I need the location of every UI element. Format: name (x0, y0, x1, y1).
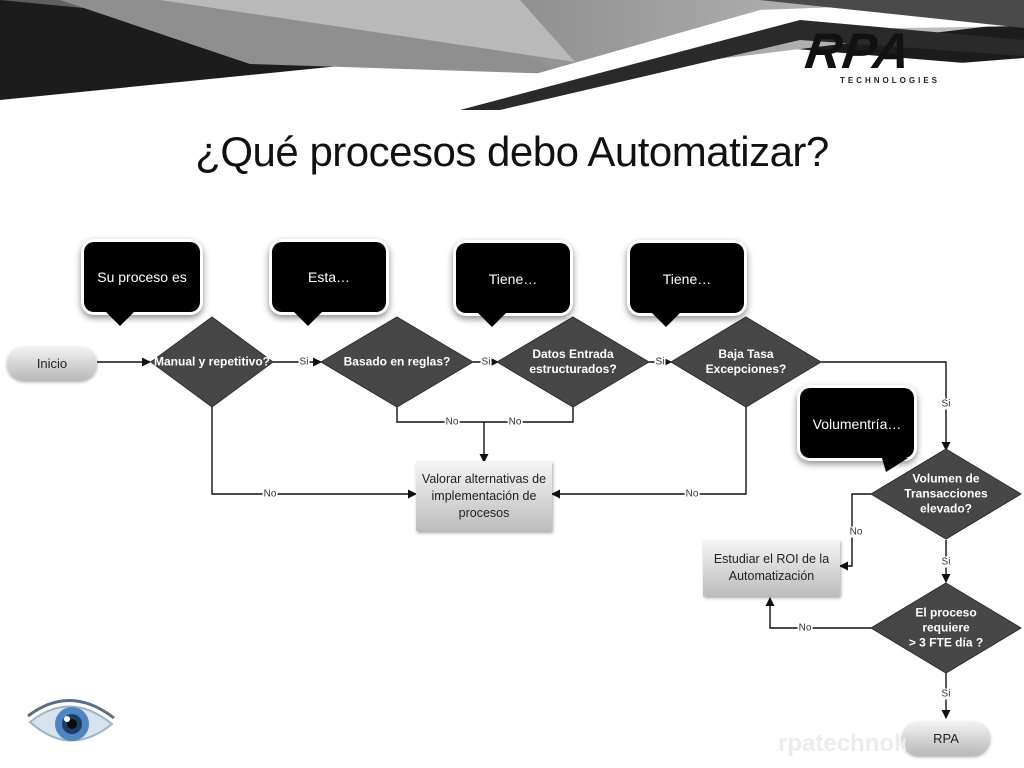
edge-label-no: No (797, 622, 813, 634)
header-banner (0, 0, 1024, 112)
node-estudiar-roi: Estudiar el ROI de la Automatización (703, 540, 840, 596)
edge-reglas-datos-no (396, 407, 574, 423)
decision-fte-shape (870, 582, 1022, 674)
edge-label-si: Si (654, 356, 666, 368)
callout-esta: Esta… (272, 242, 386, 326)
edge-label-si: Si (940, 688, 952, 700)
edge-label-si: Si (940, 398, 952, 410)
brand-logo-subtext: TECHNOLOGIES (840, 76, 941, 85)
eye-logo-icon (27, 699, 115, 742)
callout-tiene-excepciones-text: Tiene… (662, 271, 712, 287)
callout-tail (652, 313, 680, 327)
decision-volumen-shape (870, 448, 1022, 540)
callout-tail (882, 458, 908, 472)
callout-tail (294, 312, 322, 326)
decision-fte-label: El proceso requiere > 3 FTE día ? (908, 605, 984, 650)
decision-manual-label: Manual y repetitivo? (153, 354, 271, 369)
decision-manual-shape (150, 316, 274, 408)
callout-su-proceso-text: Su proceso es (97, 269, 187, 285)
edge-fte-no (765, 597, 872, 629)
decision-excepciones-shape (670, 316, 822, 408)
edge-label-no: No (507, 416, 523, 428)
node-inicio: Inicio (7, 346, 97, 380)
callout-volumetria-text: Volumentría… (812, 416, 902, 432)
node-rpa: RPA (902, 721, 990, 755)
watermark-text: rpatechnologies (778, 730, 906, 757)
callout-tiene-datos: Tiene… (456, 243, 570, 327)
brand-logo: RPA (802, 23, 915, 79)
decision-volumen-label: Volumen de Transacciones elevado? (904, 471, 988, 516)
callout-su-proceso: Su proceso es (84, 242, 200, 326)
decision-excepciones-label: Baja Tasa Excepciones? (705, 347, 787, 376)
node-valorar: Valorar alternativas de implementación d… (416, 461, 552, 531)
decision-datos-shape (496, 316, 650, 408)
callout-esta-text: Esta… (307, 269, 350, 285)
decision-shapes (150, 316, 1022, 674)
edge-label-no: No (444, 416, 460, 428)
edge-label-no: No (684, 488, 700, 500)
slide-title: ¿Qué procesos debo Automatizar? (195, 128, 829, 175)
callout-tail (478, 313, 506, 327)
edge-excepciones-no (551, 407, 747, 499)
decision-reglas-shape (320, 316, 474, 408)
edge-label-si: Si (480, 356, 492, 368)
edge-label-no: No (848, 526, 864, 538)
callout-tail (106, 312, 134, 326)
callout-tiene-datos-text: Tiene… (488, 271, 538, 287)
decision-reglas-label: Basado en reglas? (343, 354, 451, 369)
edge-manual-no (211, 407, 417, 499)
decision-datos-label: Datos Entrada estructurados? (529, 347, 617, 376)
callout-volumetria: Volumentría… (800, 388, 914, 472)
edge-label-no: No (262, 488, 278, 500)
edge-excepciones-volumen (821, 361, 951, 451)
callout-tiene-excepciones: Tiene… (630, 243, 744, 327)
edge-label-si: Si (298, 356, 310, 368)
edge-label-si: Si (940, 556, 952, 568)
